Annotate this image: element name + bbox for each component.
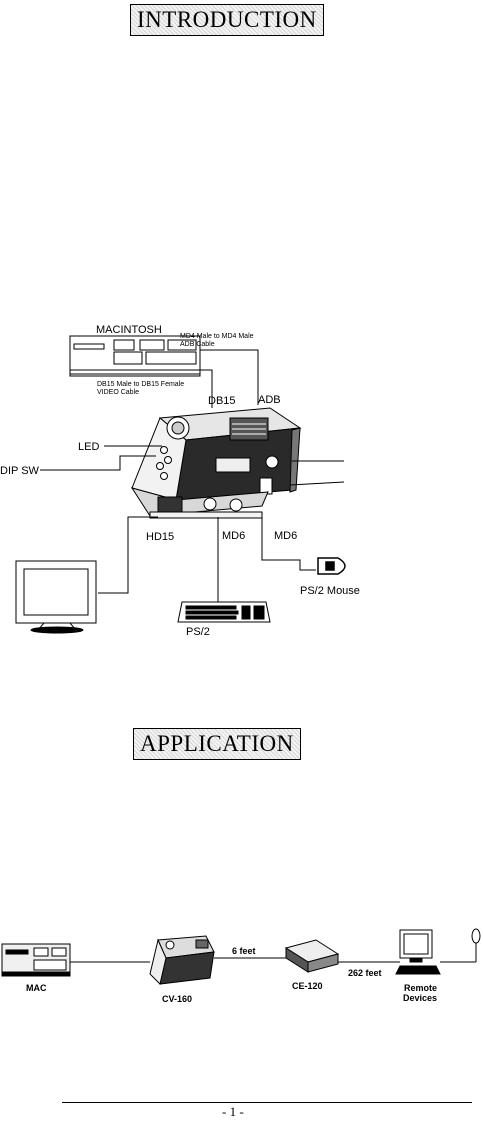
application-heading: APPLICATION	[133, 728, 301, 760]
video-cable-label-1: DB15 Male to DB15 Female	[97, 381, 184, 388]
cv160-switch	[130, 407, 302, 519]
ce120-icon	[284, 939, 340, 973]
page-number: - 1 -	[222, 1104, 244, 1119]
six-feet-label: 6 feet	[232, 946, 256, 956]
remote-devices-icon	[395, 928, 481, 975]
dip-switch-label: DIP SW	[0, 465, 40, 477]
macintosh-label: MACINTOSH	[96, 324, 162, 336]
md6-mouse-label: MD6	[274, 530, 297, 542]
mac-label: MAC	[26, 983, 47, 993]
ps2-keyboard-label: PS/2	[186, 626, 210, 638]
md6-keyboard-label: MD6	[222, 530, 245, 542]
262-feet-label: 262 feet	[348, 968, 382, 978]
introduction-heading: INTRODUCTION	[130, 4, 324, 36]
cv160-icon	[149, 935, 215, 985]
footer-rule	[62, 1102, 472, 1103]
led-label: LED	[78, 441, 99, 453]
video-cable-label-2: VIDEO Cable	[97, 389, 139, 396]
hd15-label: HD15	[146, 531, 174, 543]
ce120-label: CE-120	[292, 981, 323, 991]
db15-label: DB15	[208, 395, 236, 407]
cables	[200, 349, 259, 408]
leader-lines	[40, 445, 345, 486]
adb-label: ADB	[258, 394, 281, 406]
monitor	[15, 560, 97, 634]
macintosh-computer	[69, 335, 201, 377]
ps2-mouse-label: PS/2 Mouse	[300, 585, 360, 597]
mac-computer-icon	[1, 943, 71, 977]
adb-cable-label-2: ADB Cable	[180, 341, 215, 348]
remote-label-2: Devices	[403, 993, 437, 1003]
adb-cable-label-1: MD4 Male to MD4 Male	[180, 333, 254, 340]
ps2-keyboard	[177, 601, 271, 623]
ps2-mouse	[317, 557, 346, 575]
remote-label-1: Remote	[404, 983, 437, 993]
output-cables	[98, 512, 316, 602]
cv160-label: CV-160	[162, 994, 192, 1004]
